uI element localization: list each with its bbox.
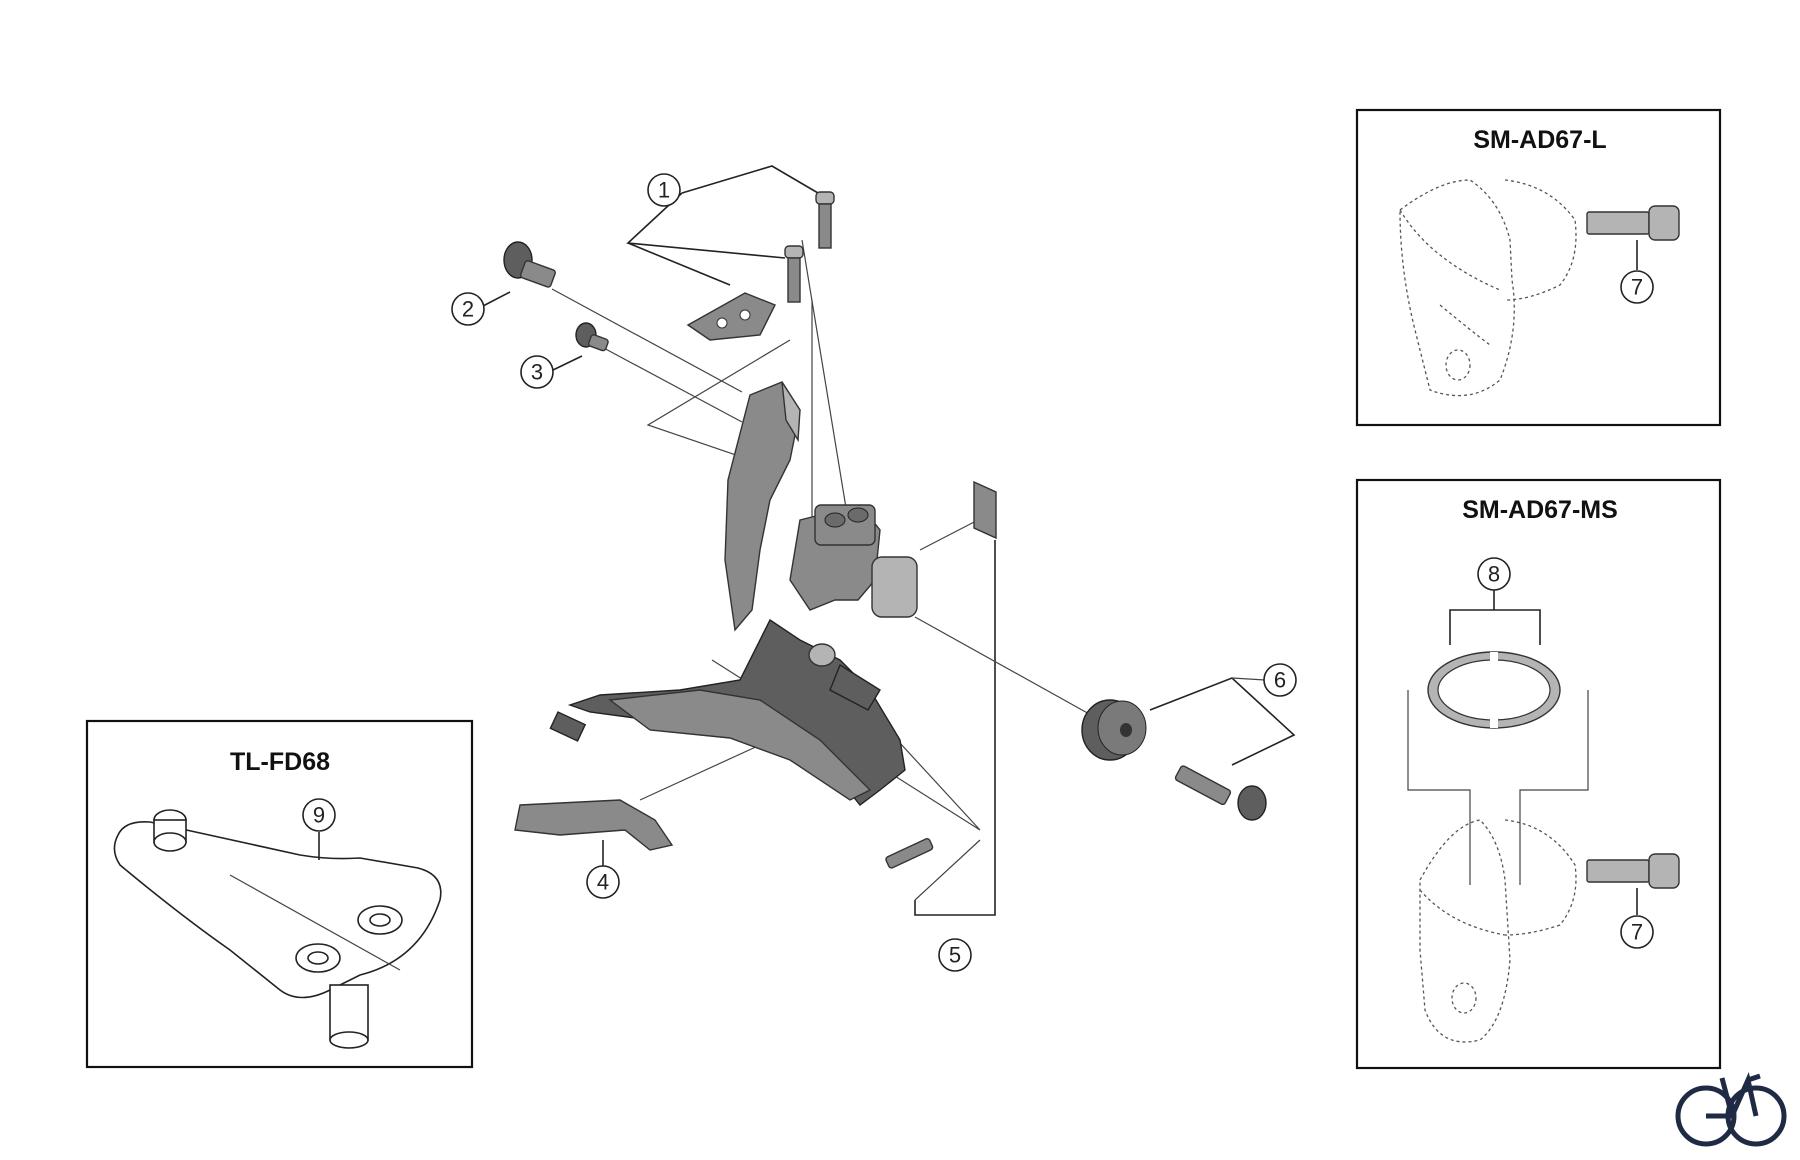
bolt-3	[575, 322, 609, 352]
box-title-tl-fd68: TL-FD68	[230, 748, 330, 776]
box-title-sm-ad67-ms: SM-AD67-MS	[1462, 496, 1618, 524]
svg-text:5: 5	[949, 943, 961, 968]
svg-text:1: 1	[658, 178, 670, 203]
callout-7b	[1620, 915, 1654, 949]
callout-4: 4	[586, 865, 620, 899]
screw-1b	[784, 245, 804, 303]
bolt-7-l	[1586, 205, 1680, 241]
callout-9	[302, 798, 336, 832]
box-title-sm-ad67-l: SM-AD67-L	[1473, 126, 1606, 154]
adapter-6	[1081, 699, 1147, 761]
set-screw-5	[885, 838, 934, 869]
bolt-6	[1174, 765, 1267, 821]
box-tl-fd68: TL-FD68 9	[85, 719, 474, 1069]
callout-5: 5	[938, 938, 972, 972]
svg-text:7: 7	[1631, 920, 1643, 945]
box-sm-ad67-ms: SM-AD67-MS 8 7	[1355, 478, 1722, 1070]
box-sm-ad67-l: SM-AD67-L 7	[1355, 108, 1722, 427]
front-derailleur-body	[549, 381, 918, 806]
bicycle-icon	[1675, 1072, 1787, 1147]
svg-text:7: 7	[1631, 275, 1643, 300]
svg-text:8: 8	[1488, 562, 1500, 587]
cage-pad-4	[514, 799, 674, 851]
callout-2: 2	[451, 292, 485, 326]
callout-7a	[1620, 270, 1654, 304]
callout-6: 6	[1263, 663, 1297, 697]
svg-text:6: 6	[1274, 668, 1286, 693]
svg-text:2: 2	[462, 297, 474, 322]
svg-text:3: 3	[531, 360, 543, 385]
mount-plate	[686, 292, 776, 341]
bolt-7-ms	[1586, 853, 1680, 889]
callout-1: 1	[647, 173, 681, 207]
callout-3: 3	[520, 355, 554, 389]
svg-text:4: 4	[597, 870, 609, 895]
screw-1a	[815, 191, 835, 249]
bolt-2	[503, 241, 556, 288]
svg-text:9: 9	[313, 803, 325, 828]
shim-5	[973, 480, 997, 540]
shim-ring-8	[1427, 651, 1561, 729]
